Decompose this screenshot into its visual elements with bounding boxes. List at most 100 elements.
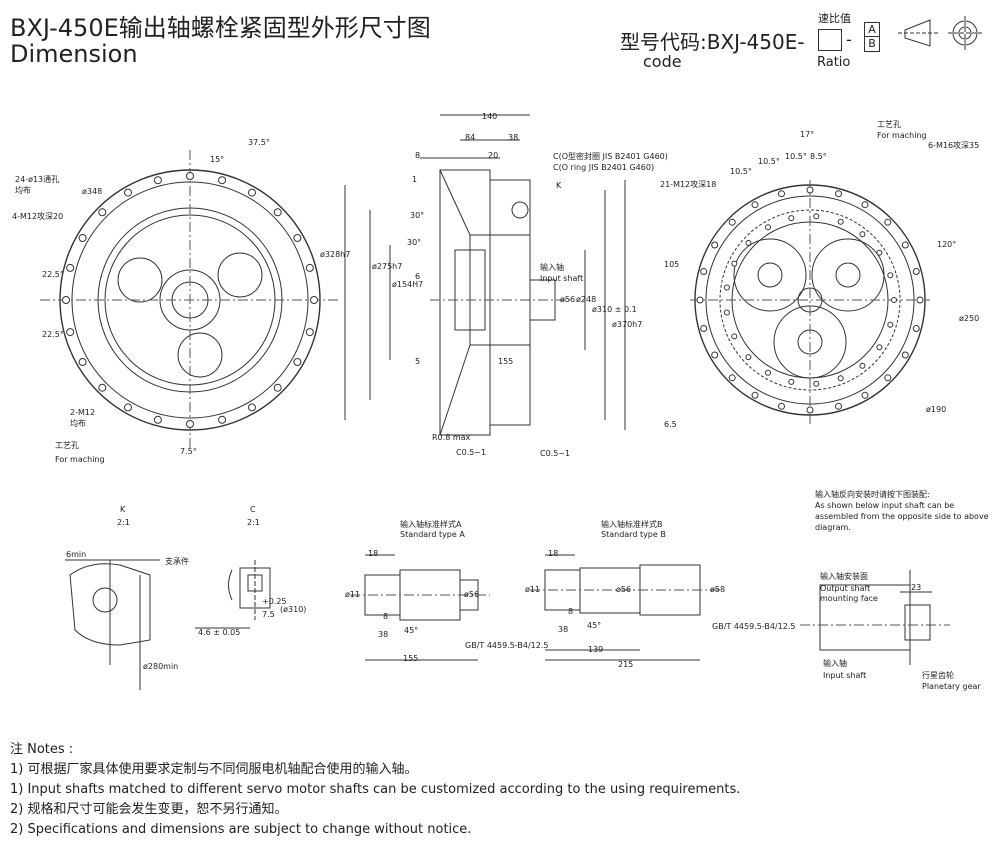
bolt-hole: [186, 172, 194, 180]
shaft-b-d8: 8: [568, 607, 574, 616]
front-bolt-holes: [62, 172, 318, 428]
shaft-b-d58: ø58: [710, 585, 726, 594]
note-item: 1) Input shafts matched to different ser…: [10, 782, 741, 797]
front-process-hole-zh: 工艺孔: [55, 441, 79, 450]
bolt-hole: [98, 383, 107, 392]
assembly-mount-en2: mounting face: [820, 594, 878, 603]
detail-k: [65, 559, 160, 690]
back-angle-17: 17°: [800, 130, 815, 139]
detail-k-min6: 6min: [66, 550, 87, 559]
bolt-hole: [916, 296, 924, 304]
ab-bottom: B: [868, 37, 876, 50]
side-d328: ø328h7: [320, 250, 351, 259]
assembly-gear-en: Planetary gear: [922, 682, 981, 691]
title-chinese: BXJ-450E输出轴螺栓紧固型外形尺寸图: [10, 14, 431, 42]
side-d5: 5: [415, 357, 421, 366]
side-d140: 140: [482, 112, 498, 121]
bolt-hole: [66, 263, 75, 272]
back-angle-105a: 10.5°: [758, 157, 780, 166]
bolt-hole: [835, 402, 842, 410]
bolt-hole: [887, 272, 894, 279]
bolt-hole: [859, 362, 866, 369]
side-d6: 6: [415, 272, 421, 281]
model-dash: -: [846, 30, 852, 49]
detail-k-scale: 2:1: [117, 518, 130, 527]
front-angle-225a: 22.5°: [42, 270, 64, 279]
ab-type-box: A B: [864, 22, 880, 52]
bolt-hole: [153, 176, 162, 185]
note-item: 1) 可根据厂家具体使用要求定制与不同伺服电机轴配合使用的输入轴。: [10, 762, 418, 777]
bolt-hole: [884, 218, 892, 226]
bolt-hole: [887, 321, 894, 328]
bolt-hole: [700, 268, 708, 275]
bolt-hole: [273, 383, 282, 392]
bolt-hole: [273, 208, 282, 217]
back-view: [690, 180, 930, 425]
detail-c-tol: +0.25: [262, 597, 287, 606]
bolt-hole: [806, 186, 814, 194]
bolt-hole: [901, 241, 909, 249]
side-d248: ø248: [576, 295, 597, 304]
shaft-b-d139: 139: [588, 645, 604, 654]
bolt-hole: [861, 391, 869, 399]
shaft-b-title-zh: 输入轴标准样式B: [601, 520, 663, 529]
back-angle-105c: 10.5°: [730, 167, 752, 176]
front-angle-15: 15°: [210, 155, 225, 164]
bolt-hole: [806, 406, 814, 414]
shaft-a-d18: 18: [368, 549, 379, 558]
assembly-input-en: Input shaft: [823, 671, 867, 680]
projection-symbol-icon: [898, 16, 982, 50]
shaft-b-d11: ø11: [525, 585, 541, 594]
side-d8: 8: [415, 151, 421, 160]
bolt-hole: [891, 297, 897, 303]
ab-top: A: [865, 23, 879, 37]
side-d30a: 30°: [410, 211, 425, 220]
bolt-hole: [813, 380, 820, 387]
bolt-hole: [765, 224, 771, 231]
shaft-a-d155: 155: [403, 654, 419, 663]
detail-k-support: 支承件: [165, 557, 189, 566]
back-m12-18: 21-M12攻深18: [660, 180, 717, 189]
front-m12-deep: 4-M12攻深20: [12, 212, 64, 221]
assembly-note-zh: 输入轴反向安装时请按下图装配:: [815, 490, 930, 499]
bolt-hole: [728, 374, 736, 382]
bolt-hole: [751, 391, 759, 399]
front-view: [40, 150, 340, 450]
assembly-note-en2: assembled from the opposite side to abov…: [815, 512, 989, 521]
bolt-hole: [901, 351, 909, 359]
assembly-gear-zh: 行星齿轮: [922, 671, 954, 680]
notes-heading: 注 Notes :: [10, 742, 74, 757]
shaft-a-d56: ø56: [464, 590, 480, 599]
note-item: 2) Specifications and dimensions are sub…: [10, 822, 472, 837]
bolt-hole: [153, 415, 162, 424]
shaft-a-std: GB/T 4459.5-B4/12.5: [465, 641, 549, 650]
bolt-hole: [305, 328, 314, 337]
side-d56: ø56: [560, 295, 576, 304]
bolt-hole: [745, 239, 752, 246]
front-holes-13-even: 均布: [15, 186, 31, 195]
side-input-zh: 输入轴: [540, 263, 564, 272]
detail-k-title: K: [120, 505, 126, 514]
side-d84: 84: [465, 133, 476, 142]
front-angle-75: 7.5°: [180, 447, 197, 456]
model-code-label: 型号代码:BXJ-450E-: [620, 30, 805, 54]
note-item: 2) 规格和尺寸可能会发生变更，恕不另行通知。: [10, 802, 288, 817]
shaft-b-title-en: Standard type B: [601, 530, 666, 539]
ratio-label-en: Ratio: [817, 55, 851, 70]
side-r08: R0.8 max: [432, 433, 471, 442]
ratio-box: [818, 29, 842, 51]
shaft-b-d45: 45°: [587, 621, 602, 630]
bolt-hole: [723, 309, 730, 316]
back-d250: ø250: [959, 314, 980, 323]
front-pcd-348: ø348: [82, 187, 103, 196]
assembly-d23: 23: [911, 583, 922, 592]
shaft-b-d56: ø56: [616, 585, 632, 594]
bolt-hole: [731, 260, 738, 267]
assembly-view: [800, 570, 950, 665]
bolt-hole: [751, 201, 759, 209]
back-d65: 6.5: [664, 420, 677, 429]
side-c05a: C0.5~1: [456, 448, 487, 457]
bolt-hole: [876, 344, 883, 351]
side-d1: 1: [412, 175, 418, 184]
detail-c-d46: 4.6 ± 0.05: [198, 628, 241, 637]
